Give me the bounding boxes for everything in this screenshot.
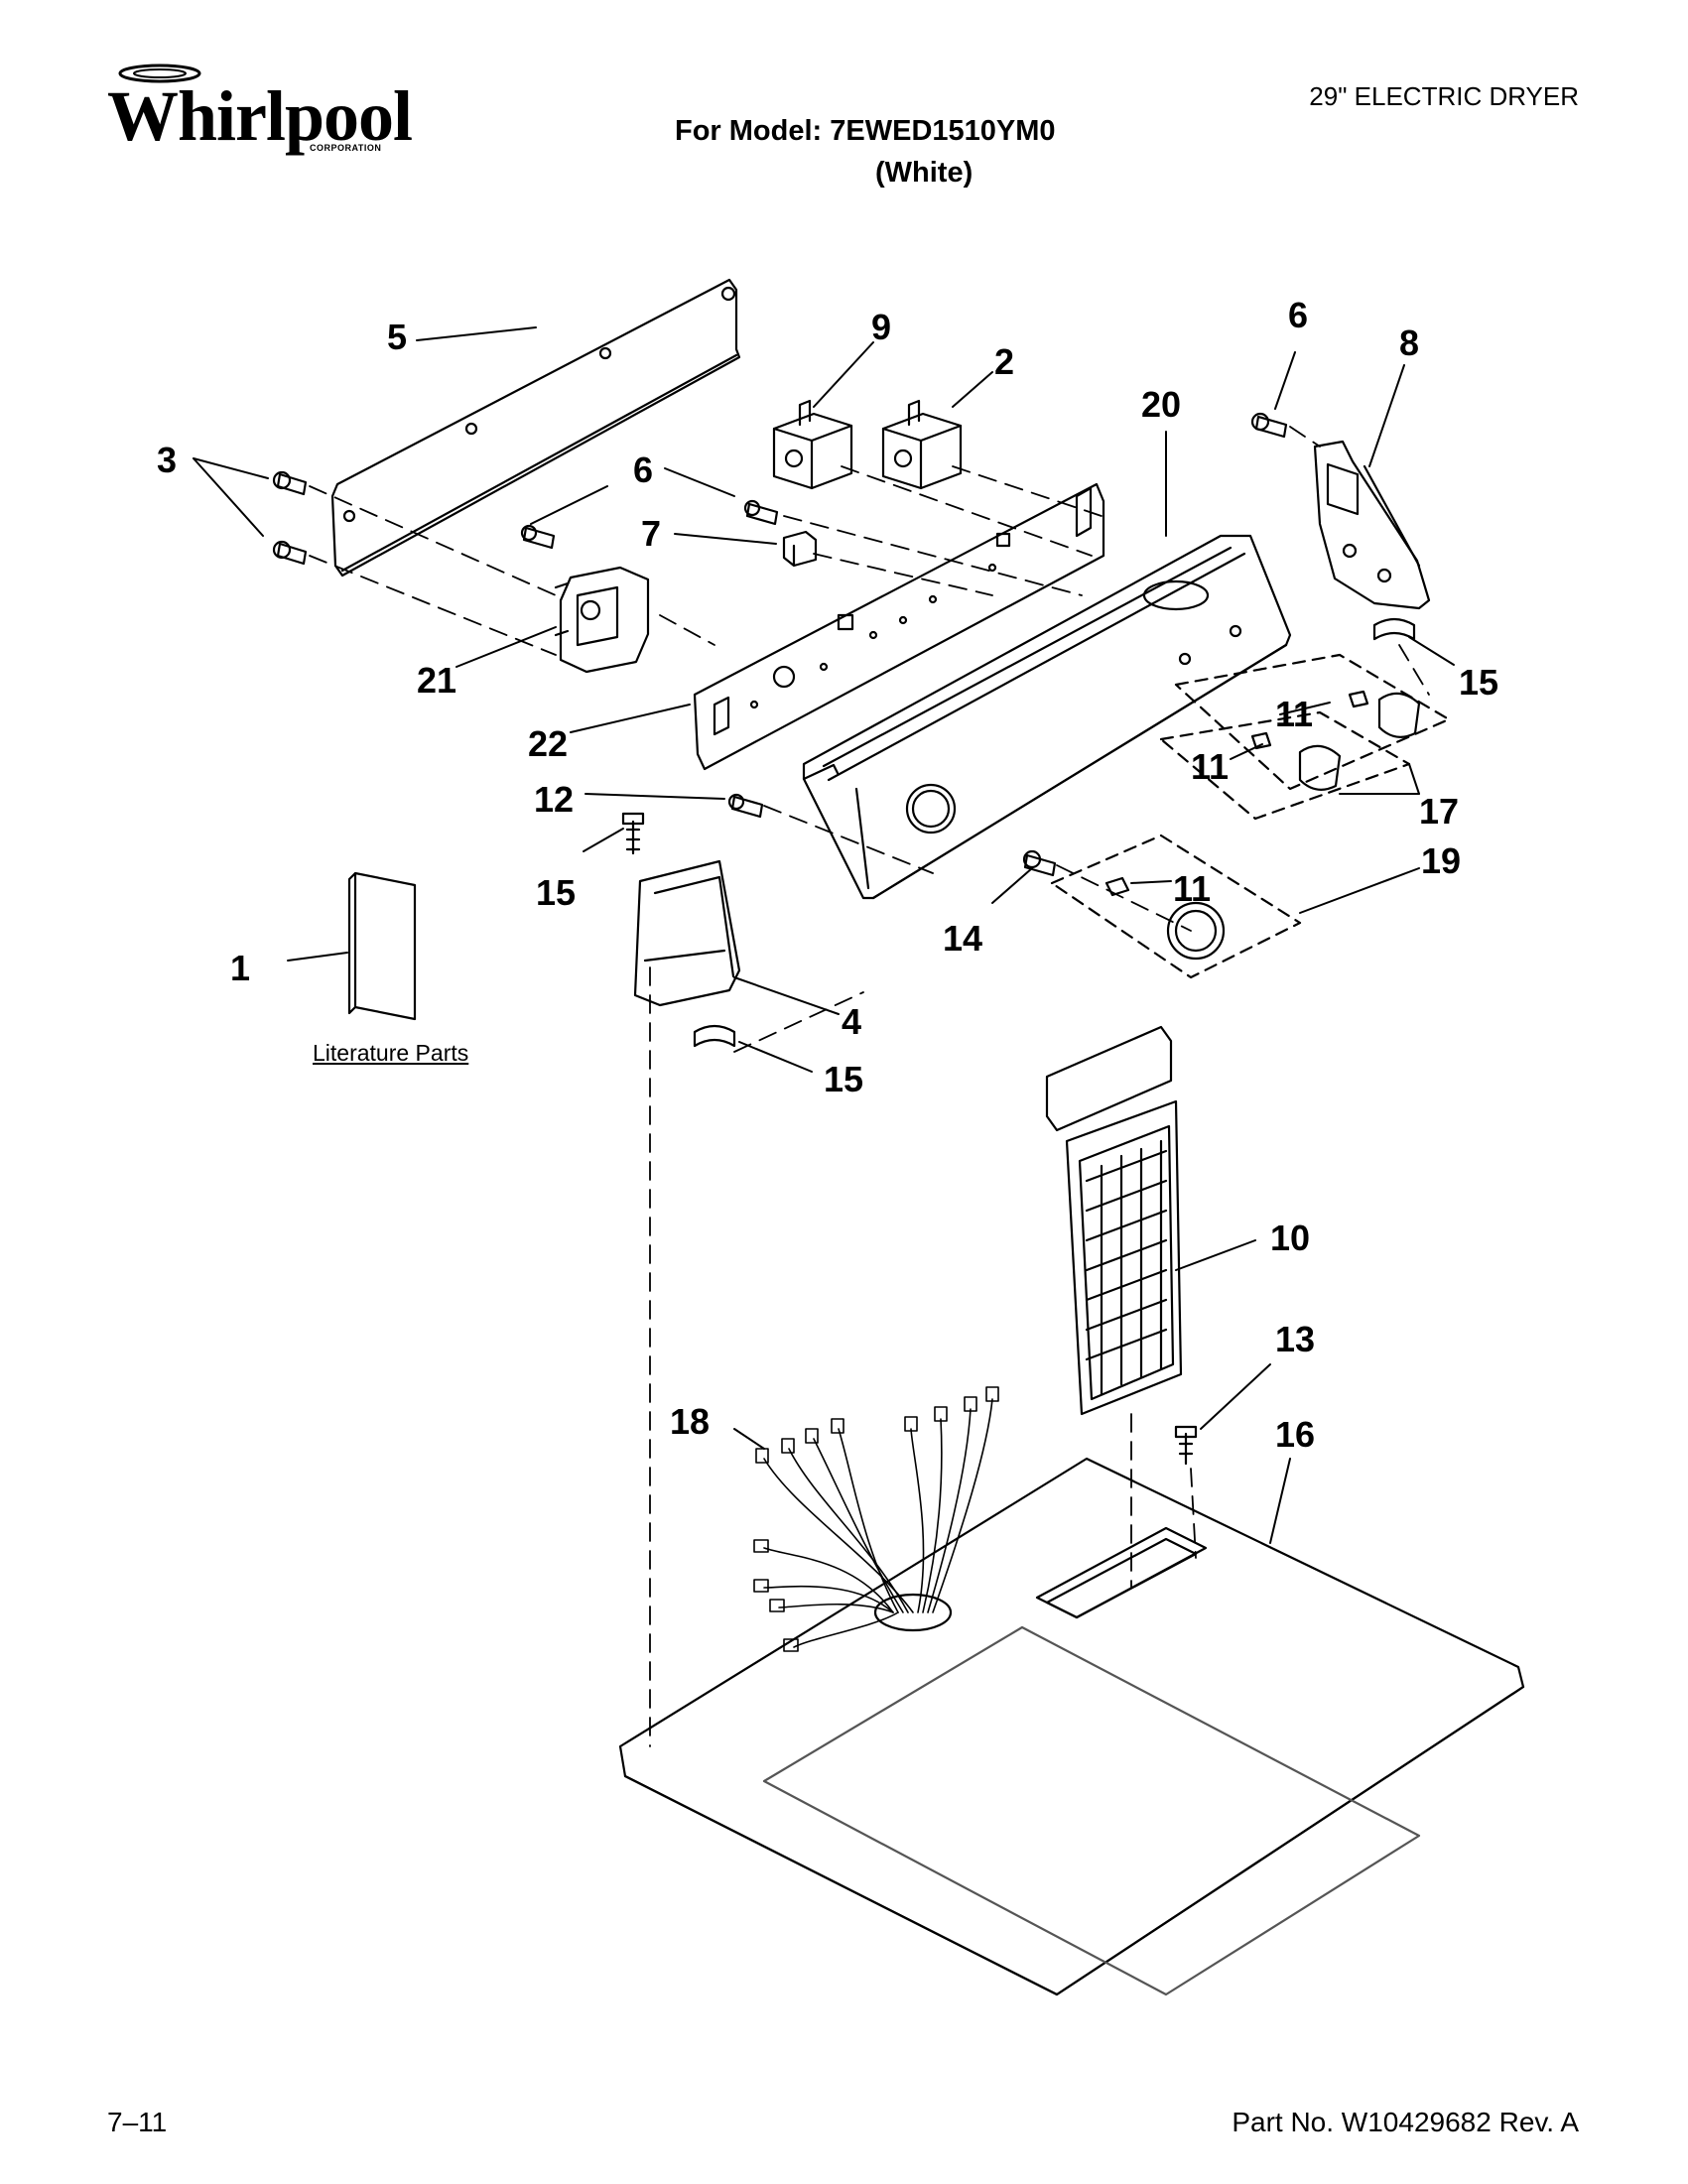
part-1-literature [347, 871, 417, 1021]
part-4-end-cap [633, 859, 741, 1007]
part-2-switch [881, 399, 963, 490]
callout-3: 3 [157, 440, 177, 480]
part-19-timer-knob [1050, 834, 1302, 979]
part-9-switch [772, 399, 853, 490]
part-7-clip [782, 530, 818, 568]
part-15-clip-left [693, 1024, 736, 1048]
callout-17: 17 [1419, 791, 1459, 832]
callout-4: 4 [842, 1001, 861, 1042]
part-6-screw-left [743, 499, 779, 526]
part-16-top-panel [618, 1457, 1525, 1996]
callout-14: 14 [943, 918, 982, 959]
brand-logo: Whirlpool CORPORATION [107, 62, 413, 161]
part-21-timer [520, 524, 650, 674]
callout-15-right: 15 [1459, 662, 1498, 703]
callout-7: 7 [641, 513, 661, 554]
footer-part-number: Part No. W10429682 Rev. A [1232, 2107, 1579, 2137]
part-18-wire-harness [753, 1386, 999, 1652]
part-14-screw [1022, 849, 1057, 877]
callout-5: 5 [387, 317, 407, 357]
callout-11-c: 11 [1173, 868, 1211, 909]
color-line: (White) [875, 157, 974, 189]
product-title: 29" ELECTRIC DRYER [1309, 81, 1579, 111]
part-15-screw-top [621, 812, 645, 855]
part-3-screws [272, 470, 308, 566]
part-13-screw [1174, 1425, 1198, 1466]
callout-12: 12 [534, 779, 574, 820]
part-8-bracket [1313, 440, 1431, 610]
model-line: For Model: 7EWED1510YM0 [675, 115, 1056, 147]
callout-1: 1 [230, 948, 250, 988]
part-15-clip-right [1372, 617, 1416, 641]
callout-11-a: 11 [1275, 694, 1313, 734]
callout-9: 9 [871, 307, 891, 347]
callout-22: 22 [528, 723, 568, 764]
callout-18: 18 [670, 1401, 710, 1442]
leader-lines [193, 326, 1455, 1544]
callout-10: 10 [1270, 1218, 1310, 1258]
brand-corporation: CORPORATION [310, 143, 382, 153]
callout-11-b: 11 [1191, 746, 1229, 787]
part-5-rear-bracket [330, 278, 741, 578]
literature-parts-label: Literature Parts [313, 1040, 469, 1066]
callout-8: 8 [1399, 322, 1419, 363]
brand-name: Whirlpool [107, 76, 413, 156]
part-12-screw [727, 793, 764, 819]
part-10-lint-screen [1045, 1025, 1183, 1416]
callout-15-top: 15 [536, 872, 576, 913]
callout-20: 20 [1141, 384, 1181, 425]
callout-6-left: 6 [633, 450, 653, 490]
callout-21: 21 [417, 660, 456, 701]
footer-date: 7–11 [107, 2107, 168, 2137]
assembly-lines [309, 426, 1430, 1747]
callout-19: 19 [1421, 840, 1461, 881]
callout-6-right: 6 [1288, 295, 1308, 335]
callout-15-mid: 15 [824, 1059, 863, 1099]
callout-16: 16 [1275, 1414, 1315, 1455]
part-22-panel-bracket [693, 482, 1105, 771]
part-6-screw-right [1250, 412, 1288, 439]
callout-2: 2 [994, 341, 1014, 382]
logo-swoosh-icon [118, 64, 201, 83]
part-20-console [802, 534, 1292, 900]
callout-13: 13 [1275, 1319, 1315, 1359]
